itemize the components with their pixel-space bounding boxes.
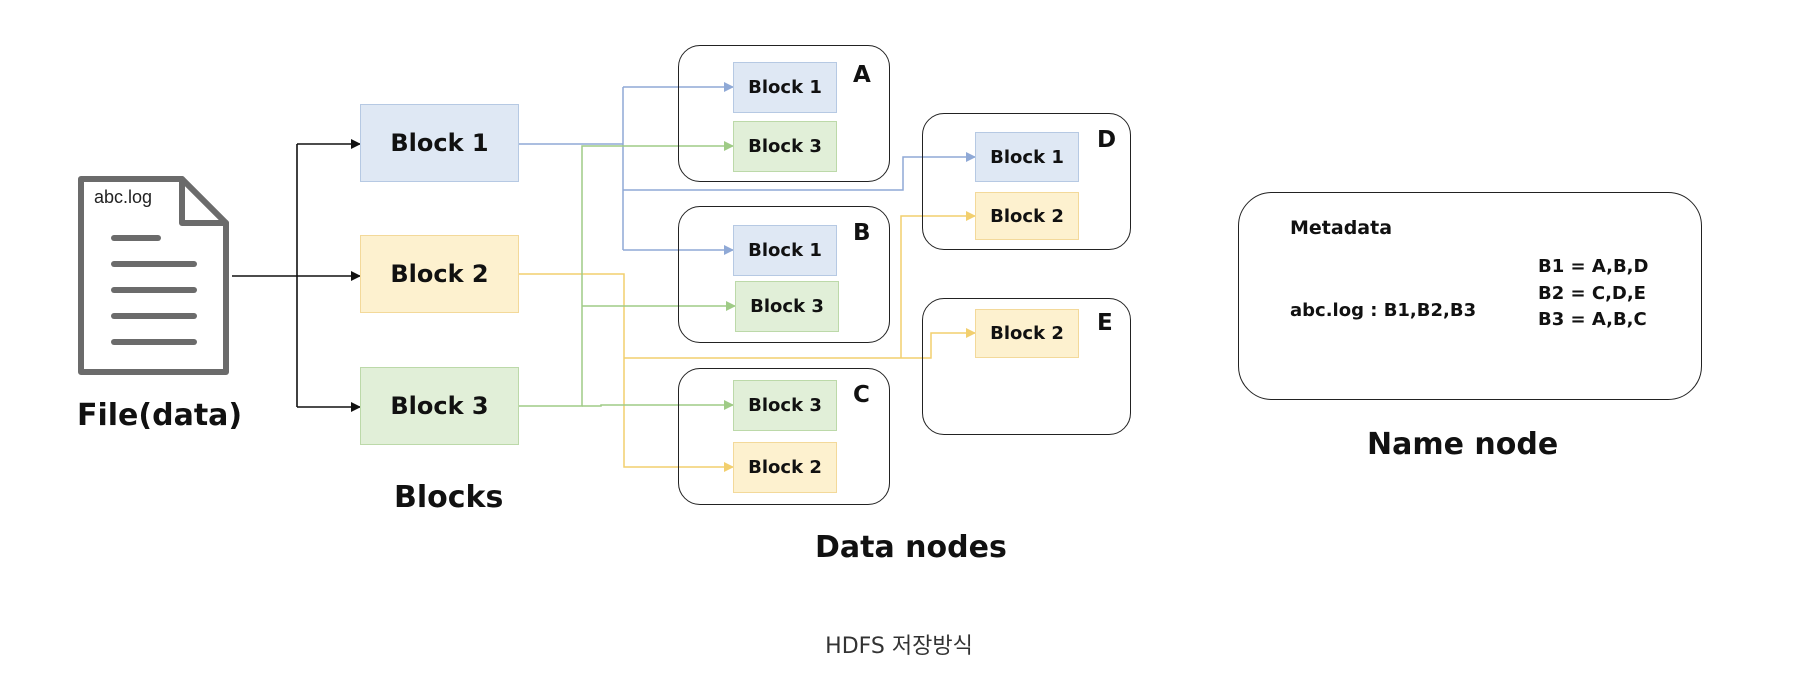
block-1: Block 1 xyxy=(360,104,519,182)
data-node-b xyxy=(678,206,890,343)
node-d-block-1: Block 1 xyxy=(975,132,1079,182)
block-3-label: Block 3 xyxy=(390,392,489,420)
node-d-block-2: Block 2 xyxy=(975,192,1079,240)
node-e-block-2: Block 2 xyxy=(975,309,1079,358)
data-node-c xyxy=(678,368,890,505)
node-d-block-2-label: Block 2 xyxy=(990,205,1064,227)
data-nodes-caption: Data nodes xyxy=(815,530,1007,565)
node-c-block-3-label: Block 3 xyxy=(748,395,822,416)
block-1-label: Block 1 xyxy=(390,129,489,157)
file-name: abc.log xyxy=(94,187,153,207)
data-node-d xyxy=(922,113,1131,250)
data-node-e-id: E xyxy=(1097,310,1113,336)
file-caption: File(data) xyxy=(77,398,243,433)
data-node-a-id: A xyxy=(853,62,871,88)
node-c-block-2: Block 2 xyxy=(733,442,837,493)
node-e-block-2-label: Block 2 xyxy=(990,323,1064,344)
block-location-b2: B2 = C,D,E xyxy=(1538,283,1646,304)
block-location-b3: B3 = A,B,C xyxy=(1538,309,1647,330)
node-a-block-1: Block 1 xyxy=(733,62,837,113)
file-block-mapping: abc.log : B1,B2,B3 xyxy=(1290,300,1477,321)
data-node-e xyxy=(922,298,1131,435)
node-b-block-1: Block 1 xyxy=(733,225,837,276)
document-icon xyxy=(78,176,229,375)
block-location-b1: B1 = A,B,D xyxy=(1538,256,1649,277)
node-b-block-3-label: Block 3 xyxy=(750,296,824,317)
block-2-label: Block 2 xyxy=(390,260,489,288)
node-a-block-3-label: Block 3 xyxy=(748,136,822,157)
figure-caption: HDFS 저장방식 xyxy=(825,634,973,659)
block-3: Block 3 xyxy=(360,367,519,445)
metadata-title: Metadata xyxy=(1290,217,1393,239)
node-c-block-2-label: Block 2 xyxy=(748,457,822,478)
node-b-block-3: Block 3 xyxy=(735,281,839,332)
data-node-b-id: B xyxy=(853,220,871,246)
node-a-block-1-label: Block 1 xyxy=(748,77,822,98)
node-a-block-3: Block 3 xyxy=(733,121,837,172)
name-node-box xyxy=(1238,192,1702,400)
file-to-blocks-arrows xyxy=(232,139,361,412)
node-b-block-1-label: Block 1 xyxy=(748,240,822,261)
name-node-caption: Name node xyxy=(1367,427,1559,462)
blocks-caption: Blocks xyxy=(394,480,504,515)
block-2: Block 2 xyxy=(360,235,519,313)
block3-routes xyxy=(519,141,736,410)
data-node-d-id: D xyxy=(1097,127,1117,153)
node-c-block-3: Block 3 xyxy=(733,380,837,431)
data-node-a xyxy=(678,45,890,182)
data-node-c-id: C xyxy=(853,382,870,408)
node-d-block-1-label: Block 1 xyxy=(990,146,1064,168)
